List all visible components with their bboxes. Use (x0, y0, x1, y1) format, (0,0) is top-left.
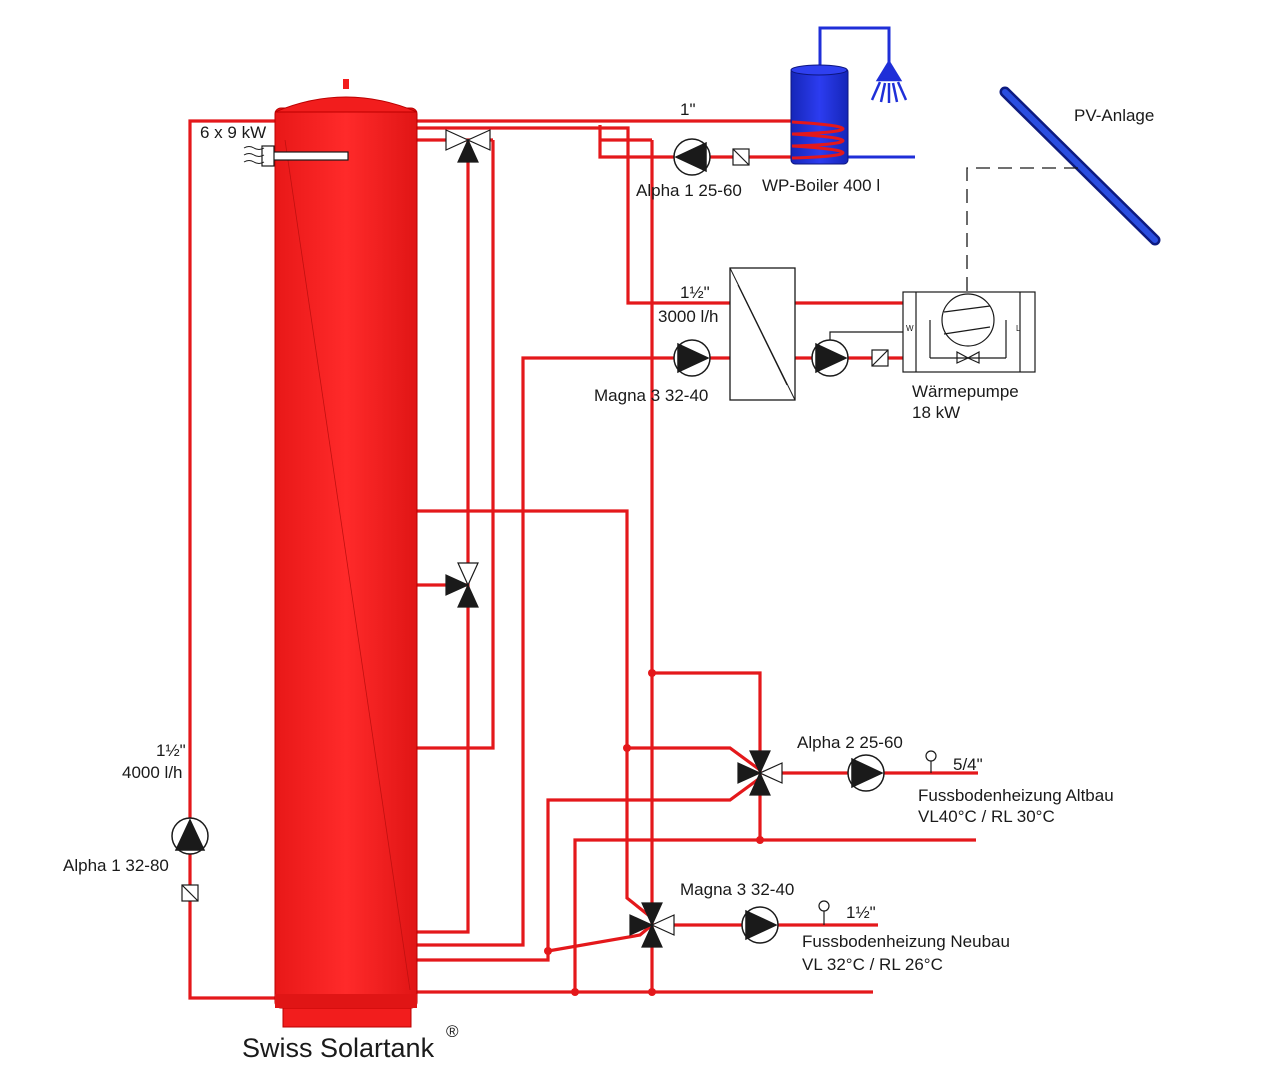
altbau-pipe-size: 5/4" (953, 755, 983, 774)
pv-label: PV-Anlage (1074, 106, 1154, 125)
boiler-label: WP-Boiler 400 l (762, 176, 880, 195)
tank-name: Swiss Solartank (242, 1033, 435, 1063)
left-loop-flow: 4000 l/h (122, 763, 183, 782)
junction-dots (544, 669, 764, 996)
valve-top (445, 129, 491, 163)
neubau-pump-label: Magna 3 32-40 (680, 880, 794, 899)
altbau-pump-label: Alpha 2 25-60 (797, 733, 903, 752)
altbau-name: Fussbodenheizung Altbau (918, 786, 1114, 805)
tank-trademark: ® (446, 1022, 459, 1041)
hx-pump-label: Magna 3 32-40 (594, 386, 708, 405)
pump-hx-loop (673, 339, 711, 377)
mixing-valves (445, 129, 783, 948)
pump-icons (171, 138, 885, 944)
altbau-temps: VL40°C / RL 30°C (918, 807, 1055, 826)
electric-heater (243, 145, 349, 167)
valve-middle (445, 562, 479, 608)
heater-label: 6 x 9 kW (200, 123, 266, 142)
neubau-temps: VL 32°C / RL 26°C (802, 955, 943, 974)
neubau-pipe-size: 1½" (846, 903, 876, 922)
hx-pipe-size: 1½" (680, 283, 710, 302)
labels: 6 x 9 kW 1" Alpha 1 25-60 WP-Boiler 400 … (63, 100, 1154, 1063)
shower-icon (870, 59, 908, 103)
hx-flow: 3000 l/h (658, 307, 719, 326)
pv-panel (966, 86, 1161, 292)
wp-boiler (790, 26, 915, 165)
top-pipe-size: 1" (680, 100, 696, 119)
heat-pump-power: 18 kW (912, 403, 960, 422)
valve-altbau (737, 750, 783, 796)
storage-tank (274, 79, 418, 1028)
heat-exchanger (729, 267, 796, 401)
neubau-name: Fussbodenheizung Neubau (802, 932, 1010, 951)
heat-pump-side-l: L (1016, 324, 1021, 333)
left-loop-size: 1½" (156, 741, 186, 760)
pump-altbau (847, 754, 885, 792)
heat-pump-side-w: W (906, 324, 914, 333)
temperature-sensors (818, 750, 937, 925)
pump-left-loop (171, 817, 209, 855)
valve-neubau (629, 902, 675, 948)
pump-boiler (673, 138, 711, 176)
flow-meters (181, 148, 889, 902)
heat-pump-label: Wärmepumpe (912, 382, 1019, 401)
pump-neubau (741, 906, 779, 944)
heat-pump (829, 291, 1036, 373)
pump-heatpump (811, 339, 849, 377)
boiler-pump-label: Alpha 1 25-60 (636, 181, 742, 200)
left-loop-pump: Alpha 1 32-80 (63, 856, 169, 875)
